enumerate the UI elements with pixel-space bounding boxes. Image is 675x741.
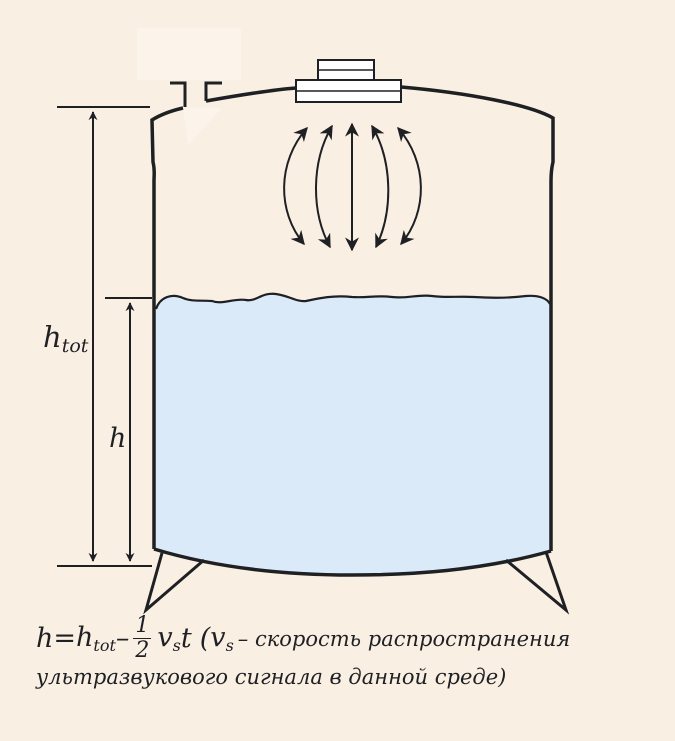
highlight-wedge (183, 108, 222, 145)
liquid-surface (154, 292, 551, 310)
wave-arrow-5 (397, 126, 422, 246)
fraction-denominator: 2 (135, 638, 150, 663)
h-tot-label-bg (40, 318, 90, 358)
highlight-patch (137, 28, 241, 80)
tank-top (205, 86, 297, 103)
formula-note-velocity: vs (210, 622, 234, 655)
formula-fraction: 1 2 (133, 613, 152, 663)
liquid (154, 293, 551, 575)
formula-h-tot: htot (76, 622, 116, 655)
h-tot-label: htot (43, 320, 89, 357)
formula-time: t (180, 623, 192, 654)
formula-note-line-1: – скорость распространения (237, 626, 571, 651)
formula-minus: – (115, 623, 130, 654)
left-leg (143, 552, 205, 615)
tank-wall-left (150, 106, 184, 549)
wave-arrow-2 (315, 124, 333, 249)
tank-bottom (153, 547, 552, 577)
level-formula: h = htot – 1 2 vs t ( vs – скорость расп… (36, 614, 666, 690)
inlet-pipe (170, 81, 222, 107)
wave-arrow-1 (283, 126, 308, 246)
right-leg (505, 551, 570, 615)
fraction-numerator: 1 (133, 613, 152, 639)
formula-velocity: vs (157, 622, 181, 655)
h-label-bg (108, 420, 128, 454)
formula-line-1: h = htot – 1 2 vs t ( vs – скорость расп… (36, 614, 666, 663)
h-label: h (109, 423, 126, 454)
formula-paren-open: ( (199, 623, 211, 654)
tank-wall-right (400, 85, 555, 551)
formula-note-line-2: ультразвукового сигнала в данной среде) (36, 665, 507, 689)
wave-arrow-4 (371, 124, 390, 249)
formula-equals: = (53, 623, 77, 654)
formula-h: h (36, 623, 54, 654)
